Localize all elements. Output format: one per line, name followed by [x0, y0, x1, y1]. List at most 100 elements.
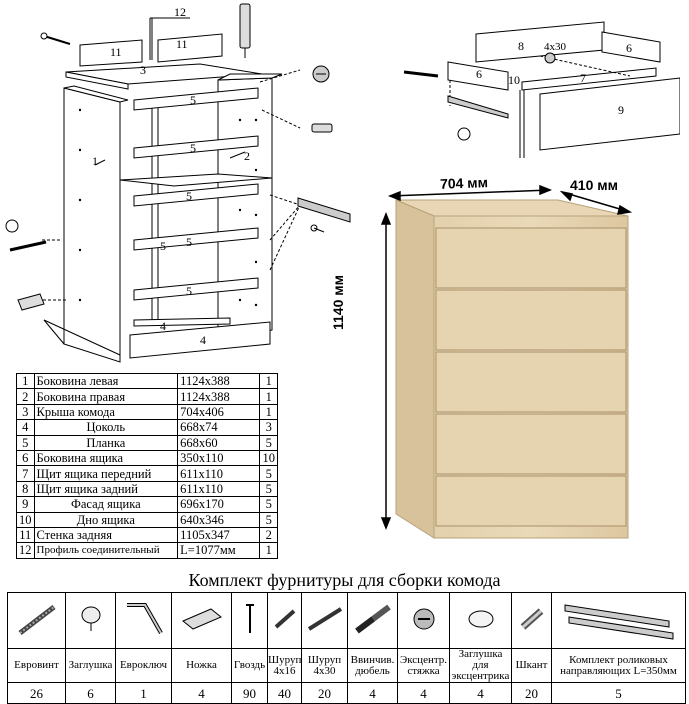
parts-name-cell: Щит ящика задний — [33, 480, 179, 498]
nail-icon — [240, 604, 260, 642]
back-panel-left — [79, 39, 143, 67]
hex-key-icon — [121, 603, 167, 642]
parts-name-cell: Боковина правая — [33, 388, 179, 405]
fitting-icon-cell — [449, 592, 512, 649]
parts-n-cell: 9 — [16, 496, 35, 513]
fitting-icon-cell — [115, 592, 172, 649]
parts-n-cell: 8 — [16, 480, 35, 498]
assembled-chest-drawing — [380, 184, 633, 539]
label-5-5: 5 — [186, 284, 192, 298]
fitting-qty: 4 — [171, 682, 232, 704]
parts-size-cell: 350x110 — [177, 449, 261, 467]
parts-n-cell: 11 — [16, 526, 35, 544]
parts-size-cell: L=1077мм — [177, 542, 261, 559]
fitting-label: Заглушка для эксцентрика — [449, 648, 512, 683]
parts-size-cell: 640x346 — [177, 511, 261, 528]
dimension-width: 704 мм — [439, 174, 489, 192]
label-11a: 11 — [110, 45, 122, 59]
label-12: 12 — [174, 5, 186, 19]
parts-qty-cell: 1 — [259, 542, 278, 559]
fitting-icon-cell — [267, 592, 302, 649]
parts-n-cell: 4 — [16, 419, 35, 436]
fitting-icon-cell — [551, 592, 686, 649]
fitting-qty: 90 — [231, 682, 268, 704]
drawer-cam-icon — [544, 52, 556, 64]
parts-name-cell: Щит ящика передний — [33, 465, 179, 482]
fitting-label: Комплект роликовых направляющих L=350мм — [551, 648, 686, 683]
parts-size-cell: 696x170 — [177, 496, 261, 513]
fitting-label: Эксцентр. стяжка — [397, 648, 450, 683]
label-11b: 11 — [176, 37, 188, 51]
parts-size-cell: 704x406 — [177, 403, 261, 421]
drawer-front-panel — [521, 67, 657, 91]
parts-name-cell: Цоколь — [33, 419, 179, 436]
parts-qty-cell: 5 — [259, 465, 278, 482]
fitting-icon-cell — [301, 592, 348, 649]
parts-size-cell: 1105x347 — [177, 526, 261, 544]
fitting-qty: 20 — [301, 682, 348, 704]
parts-size-cell: 1124x388 — [177, 388, 261, 405]
parts-name-cell: Планка — [33, 434, 179, 451]
label-3: 3 — [140, 63, 146, 77]
fitting-icon-cell — [7, 592, 66, 649]
label-5-3: 5 — [186, 189, 192, 203]
parts-size-cell: 611x110 — [177, 465, 261, 482]
parts-name-cell: Фасад ящика — [33, 496, 179, 513]
parts-n-cell: 12 — [16, 542, 35, 559]
parts-qty-cell: 1 — [259, 403, 278, 421]
fitting-qty: 20 — [511, 682, 552, 704]
parts-qty-cell: 5 — [259, 496, 278, 513]
fitting-label: Ножка — [171, 648, 232, 683]
small-screw-icon — [310, 224, 325, 233]
label-6a: 6 — [476, 67, 482, 81]
drawer-small-screw-icon — [457, 127, 471, 141]
cam-bolt-icon — [239, 3, 251, 58]
leg-icon — [17, 293, 45, 311]
parts-n-cell: 1 — [16, 372, 35, 390]
parts-qty-cell: 1 — [259, 388, 278, 405]
fitting-icon-cell — [65, 592, 116, 649]
parts-size-cell: 1124x388 — [177, 372, 261, 390]
label-6b: 6 — [626, 41, 632, 55]
fitting-icon-cell — [397, 592, 450, 649]
label-1: 1 — [92, 154, 98, 168]
drawer-side-left — [447, 61, 509, 91]
label-8: 8 — [518, 39, 524, 53]
fitting-icon-cell — [171, 592, 232, 649]
fitting-label: Шуруп 4x16 — [267, 648, 302, 683]
fitting-qty: 4 — [449, 682, 512, 704]
parts-name-cell: Дно ящика — [33, 511, 179, 528]
drawer-slide-icon — [559, 604, 679, 644]
parts-size-cell: 611x110 — [177, 480, 261, 498]
parts-size-cell: 668x60 — [177, 434, 261, 451]
drawer-runner-icon — [297, 197, 351, 223]
parts-n-cell: 7 — [16, 465, 35, 482]
left-side-panel — [63, 87, 121, 363]
fitting-icon-cell — [347, 592, 398, 649]
drawer-screw-icon — [403, 70, 439, 78]
fitting-label: Шуруп 4x30 — [301, 648, 348, 683]
cam-lock-icon — [404, 608, 444, 642]
euro-screw-icon — [12, 605, 62, 642]
fitting-qty: 1 — [115, 682, 172, 704]
fitting-label: Евровинт — [7, 648, 66, 683]
parts-name-cell: Стенка задняя — [33, 526, 179, 544]
parts-qty-cell: 5 — [259, 511, 278, 528]
fitting-label: Евроключ — [115, 648, 172, 683]
back-panel-right — [157, 33, 223, 63]
parts-n-cell: 2 — [16, 388, 35, 405]
label-4b: 4 — [200, 333, 206, 347]
label-7: 7 — [580, 71, 586, 85]
fitting-qty: 6 — [65, 682, 116, 704]
parts-qty-cell: 10 — [259, 449, 278, 467]
